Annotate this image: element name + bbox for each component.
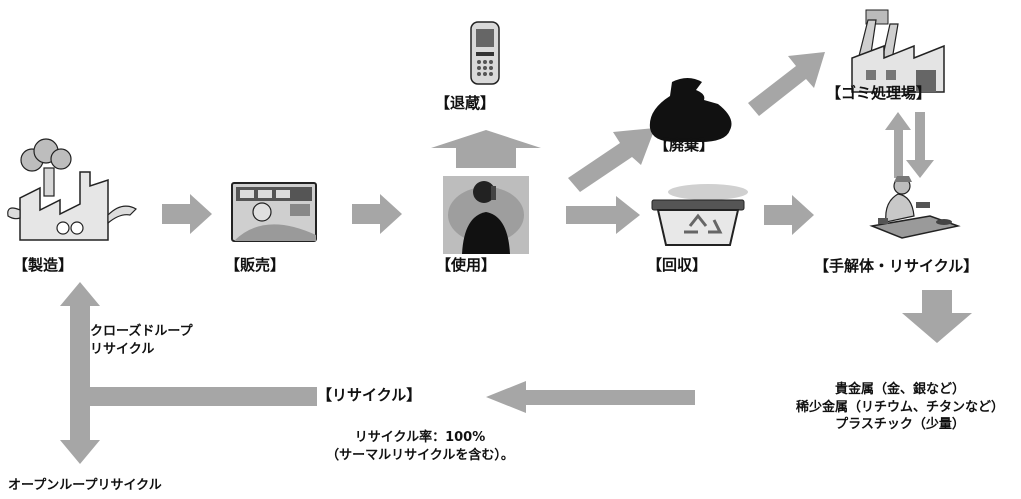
closed-loop-label: クローズドループ リサイクル (90, 323, 193, 358)
shop-icon (231, 182, 317, 242)
waste-plant-icon (851, 9, 945, 93)
stage-label-storage: 【退蔵】 (435, 94, 496, 112)
open-loop-label: オープンループリサイクル (8, 478, 162, 493)
arrow-waste-plant-to-dismantle (885, 112, 911, 178)
person-on-phone-icon (443, 176, 529, 254)
arrow-dismantle-to-materials (902, 290, 972, 343)
arrow-recycle-to-manufacture-horizontal (70, 387, 317, 406)
stage-label-disposal: 【廃棄】 (654, 136, 715, 154)
recycling-rate-line-1: リサイクル率：100% (354, 430, 486, 445)
stage-label-collection: 【回収】 (647, 256, 708, 274)
recovered-materials-list: 貴金属（金、銀など） 稀少金属（リチウム、チタンなど） プラスチック（少量） (779, 381, 1021, 434)
arrow-recycle-to-manufacture-vertical (60, 282, 100, 406)
stage-label-dismantle: 【手解体・リサイクル】 (814, 257, 979, 275)
arrow-use-to-collection (566, 196, 640, 234)
closed-loop-line-1: クローズドループ (90, 324, 193, 339)
arrow-materials-to-recycle (486, 381, 695, 413)
worker-dismantling-icon (869, 176, 961, 239)
stage-label-waste-plant: 【ゴミ処理場】 (826, 84, 932, 102)
recycling-bin-icon (651, 184, 748, 246)
stage-label-manufacture: 【製造】 (13, 256, 74, 274)
material-precious-metals: 貴金属（金、銀など） (834, 382, 965, 397)
material-rare-metals: 稀少金属（リチウム、チタンなど） (795, 399, 1004, 415)
arrow-disposal-to-waste-plant (748, 52, 825, 116)
arrow-manufacture-to-sales (162, 194, 212, 234)
closed-loop-line-2: リサイクル (90, 341, 155, 357)
arrow-sales-to-use (352, 194, 402, 234)
arrow-collection-to-dismantle (764, 195, 814, 235)
stage-label-recycle: 【リサイクル】 (317, 386, 422, 404)
recycling-rate-line-2: （サーマルリサイクルを含む）。 (326, 447, 514, 463)
stage-label-sales: 【販売】 (225, 256, 286, 274)
arrow-open-loop-down (60, 406, 100, 464)
factory-icon (7, 138, 137, 241)
stage-label-use: 【使用】 (436, 256, 497, 274)
recycling-rate-note: リサイクル率：100% （サーマルリサイクルを含む）。 (270, 429, 570, 464)
garbage-bag-icon (649, 78, 732, 142)
mobile-phone-icon (470, 21, 500, 85)
arrow-use-to-disposal (568, 128, 655, 192)
material-plastics: プラスチック（少量） (835, 417, 965, 433)
arrow-dismantle-to-waste-plant (906, 112, 934, 178)
arrow-use-to-storage (431, 130, 541, 168)
